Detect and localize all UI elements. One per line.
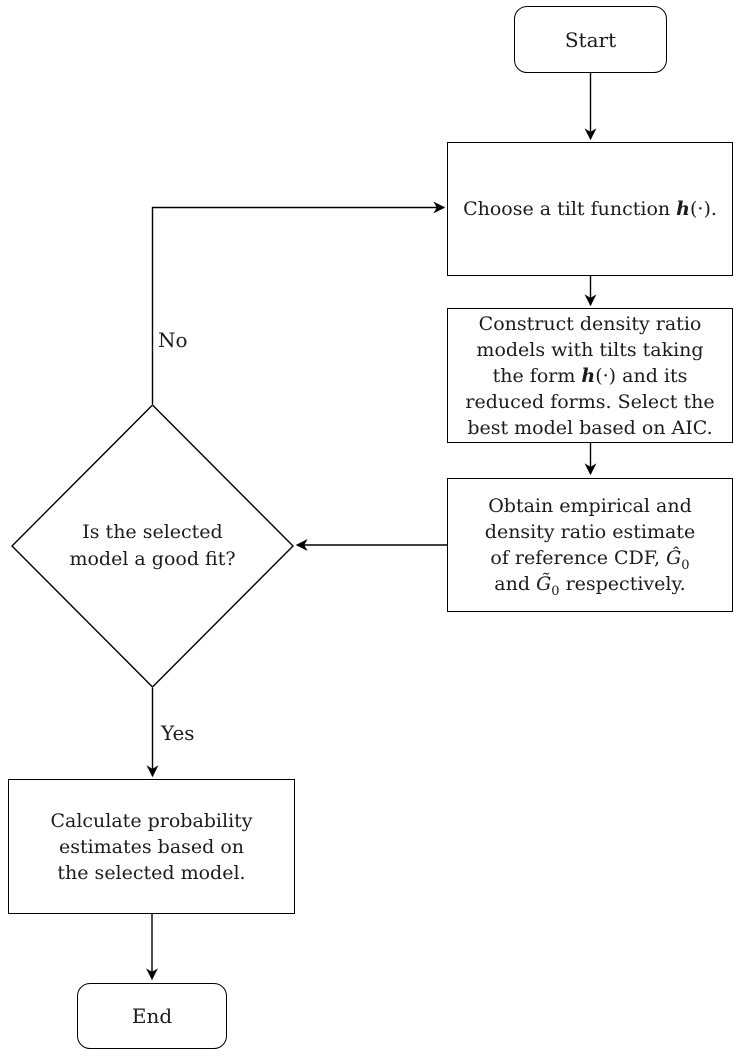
construct-line-3: the form h(·) and its (492, 364, 688, 387)
start-node: Start (514, 6, 667, 73)
start-label: Start (564, 27, 617, 52)
decision-model-fit: Is the selected model a good fit? (27, 516, 278, 576)
process-obtain-estimates: Obtain empirical and density ratio estim… (447, 478, 733, 612)
decision-line-1: Is the selected (82, 521, 223, 543)
math-h-symbol: h (581, 364, 596, 387)
no-branch-label: No (158, 328, 188, 352)
arrow-decision-no-loop (151, 201, 446, 404)
construct-line-5: best model based on AIC. (467, 416, 713, 439)
calculate-line-2: estimates based on (58, 835, 245, 858)
decision-line-2: model a good fit? (69, 548, 236, 570)
obtain-line-1: Obtain empirical and (488, 495, 692, 517)
construct-line-2: models with tilts taking (476, 338, 704, 361)
math-G-tilde-symbol: G̃ (536, 573, 552, 595)
construct-line-4: reduced forms. Select the (465, 390, 715, 413)
decision-diamond-shape (11, 404, 294, 688)
process-choose-tilt: Choose a tilt function h(·). (447, 142, 733, 276)
process-construct-models: Construct density ratio models with tilt… (447, 308, 733, 443)
end-label: End (131, 1004, 173, 1028)
calculate-line-1: Calculate probability (50, 809, 253, 832)
choose-tilt-text: Choose a tilt function h(·). (463, 198, 717, 220)
obtain-line-3: of reference CDF, Ĝ0 (490, 547, 690, 573)
math-h-symbol: h (676, 198, 690, 220)
math-G-hat-symbol: Ĝ (666, 547, 682, 569)
process-calculate-probability: Calculate probability estimates based on… (8, 779, 295, 914)
end-node: End (77, 983, 227, 1049)
obtain-line-4: and G̃0 respectively. (494, 573, 686, 599)
yes-branch-label: Yes (161, 721, 195, 745)
calculate-line-3: the selected model. (57, 861, 246, 884)
construct-line-1: Construct density ratio (478, 312, 702, 335)
obtain-line-2: density ratio estimate (484, 521, 696, 543)
